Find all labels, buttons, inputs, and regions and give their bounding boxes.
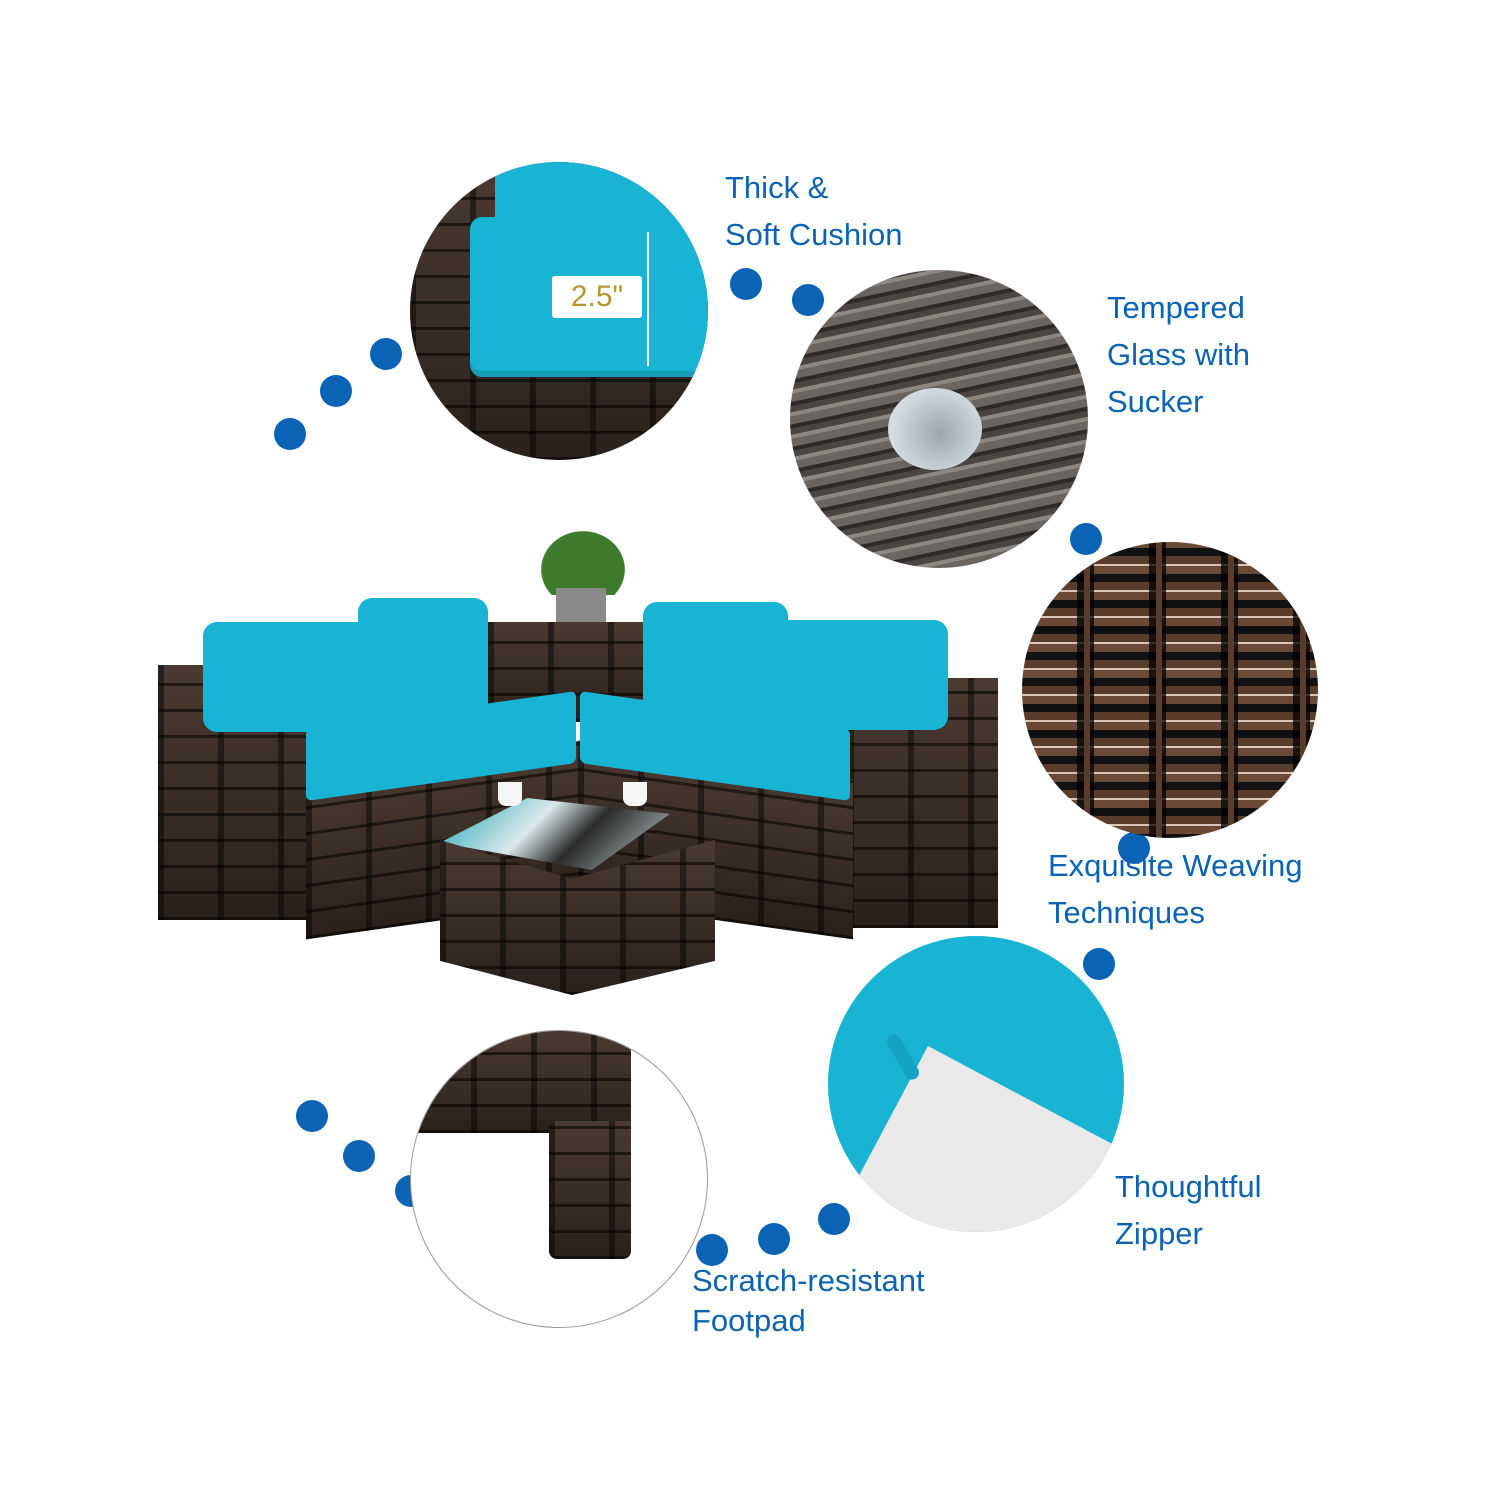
feature-label-footpad: Scratch-resistant Footpad [692, 1263, 925, 1338]
cushion-top [495, 162, 708, 232]
decor-dot [343, 1140, 375, 1172]
decor-dot [320, 375, 352, 407]
product-sofa-set-image [158, 510, 1003, 1000]
glass-sucker-image [790, 270, 1088, 568]
height-arrow-icon [647, 232, 649, 366]
decor-dot [758, 1223, 790, 1255]
weaving-detail-image [1022, 542, 1318, 838]
zipper-pull-icon [884, 1031, 922, 1083]
cushion-detail-image: 2.5" [410, 162, 708, 460]
decor-dot [792, 284, 824, 316]
decor-dot [730, 268, 762, 300]
weave-verticals [1022, 542, 1318, 838]
feature-label-cushion: Thick & Soft Cushion [725, 170, 903, 252]
decor-dot [696, 1234, 728, 1266]
decor-dot [296, 1100, 328, 1132]
plant-leaves [518, 510, 648, 595]
frame-corner [411, 1031, 631, 1133]
decor-dot [1083, 948, 1115, 980]
sucker-disc [888, 388, 982, 470]
right-back-cushion-2 [773, 620, 948, 730]
cup-left [498, 782, 522, 806]
feature-label-weaving: Exquisite Weaving Techniques [1048, 848, 1303, 930]
feature-label-glass: Tempered Glass with Sucker [1107, 290, 1250, 419]
cup-right [623, 782, 647, 806]
decor-dot [370, 338, 402, 370]
footpad-detail-image [410, 1030, 708, 1328]
feature-label-zipper: Thoughtful Zipper [1115, 1169, 1262, 1251]
decor-dot [274, 418, 306, 450]
zipper-detail-image [828, 936, 1124, 1232]
foot-leg [549, 1121, 631, 1259]
dimension-badge: 2.5" [552, 276, 642, 318]
cushion-insert [828, 1046, 1124, 1232]
left-back-cushion-1 [203, 622, 378, 732]
